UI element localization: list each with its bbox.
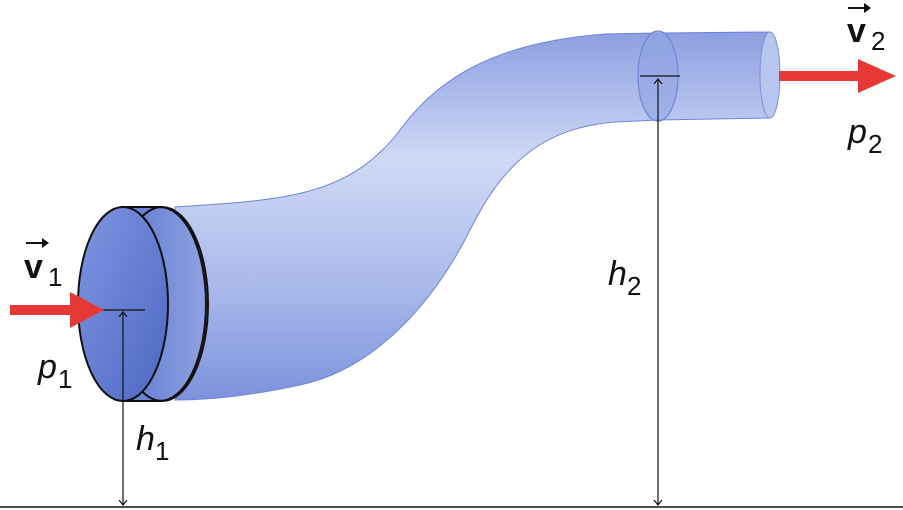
h1-subscript: 1 xyxy=(155,436,169,466)
v2-subscript: 2 xyxy=(871,26,885,56)
outlet-flow-arrow xyxy=(779,59,896,93)
v1-subscript: 1 xyxy=(48,262,62,292)
p1-symbol: p xyxy=(37,348,57,386)
h2-subscript: 2 xyxy=(627,271,641,301)
outlet-end-cap xyxy=(759,31,781,119)
v1-vector-arrow-icon xyxy=(26,238,49,248)
label-v1: v 1 xyxy=(24,238,62,292)
p2-subscript: 2 xyxy=(868,129,882,159)
v2-symbol: v xyxy=(847,12,866,50)
label-p1: p 1 xyxy=(37,348,72,394)
label-p2: p 2 xyxy=(847,113,882,159)
label-h2: h 2 xyxy=(608,255,641,301)
label-h1: h 1 xyxy=(136,420,169,466)
p1-subscript: 1 xyxy=(58,364,72,394)
p2-symbol: p xyxy=(847,113,867,151)
inlet-flow-arrow xyxy=(10,292,104,328)
h2-symbol: h xyxy=(608,255,627,293)
v2-vector-arrow-icon xyxy=(848,3,871,13)
pipe-body xyxy=(174,31,771,401)
label-v2: v 2 xyxy=(847,3,885,56)
h1-symbol: h xyxy=(136,420,155,458)
v1-symbol: v xyxy=(24,248,43,286)
